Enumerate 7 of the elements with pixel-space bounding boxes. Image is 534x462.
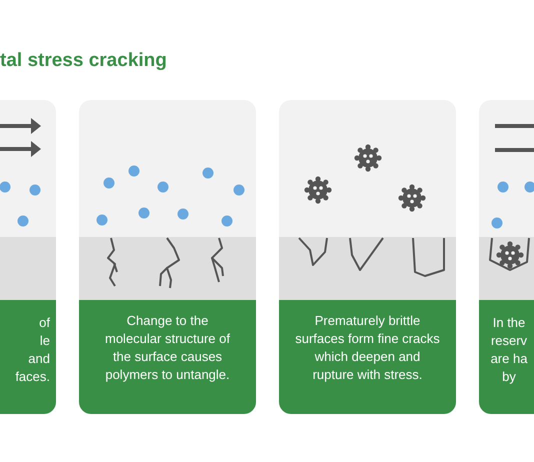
panel-card: [79, 100, 256, 414]
caption-text: of le and faces.: [14, 314, 50, 386]
diagram-title: tal stress cracking: [0, 50, 167, 72]
caption-text: Prematurely brittle surfaces form fine cracks which deepen and rupture with stress.: [295, 312, 440, 384]
caption-text: Change to the molecular structure of the surface causes polymers to untangle.: [104, 312, 231, 384]
panel-card: [279, 100, 456, 414]
caption-text: In the reserv are ha by: [490, 314, 528, 386]
